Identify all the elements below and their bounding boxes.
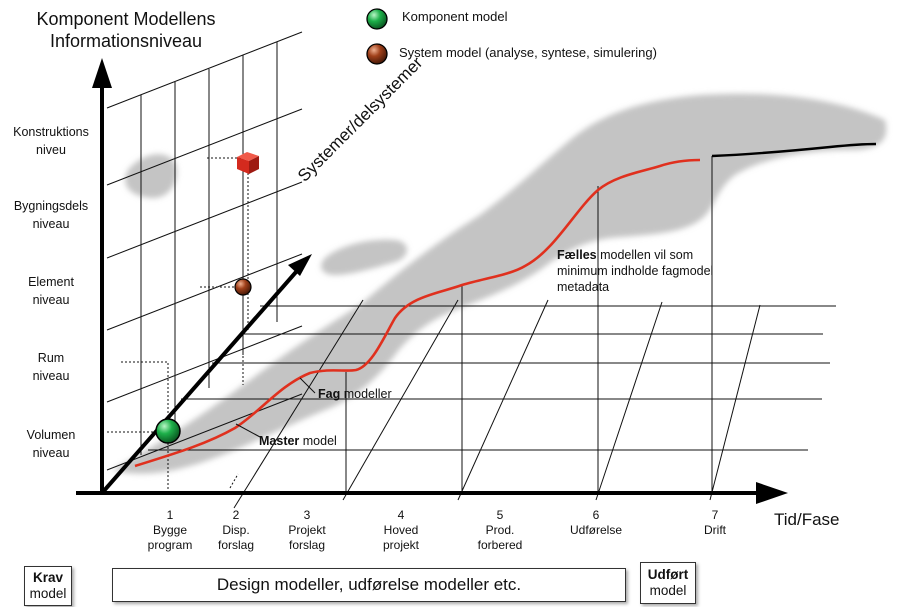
phase-5-line2: forbered xyxy=(477,538,523,552)
phase-5-num: 5 xyxy=(496,508,504,522)
fag-modeller-bold: Fag xyxy=(318,387,341,401)
information-band xyxy=(112,93,887,474)
phase-6: 6 Udførelse xyxy=(556,508,636,538)
krav-bold: Krav xyxy=(32,570,64,585)
phase-7-num: 7 xyxy=(711,508,719,522)
x-axis-label: Tid/Fase xyxy=(774,510,840,529)
legend-brown-ball xyxy=(366,43,388,65)
level-bygningsdel-line2: niveau xyxy=(32,217,70,231)
phase-2: 2 Disp. forslag xyxy=(205,508,267,553)
component-model-ball xyxy=(155,418,181,444)
phase-4-num: 4 xyxy=(397,508,405,522)
level-konstruktion-line1: Konstruktions xyxy=(13,125,89,139)
design-models-box: Design modeller, udførelse modeller etc. xyxy=(112,568,626,602)
level-rum-line2: niveau xyxy=(32,369,70,383)
phase-3-line1: Projekt xyxy=(288,523,326,537)
phase-3: 3 Projekt forslag xyxy=(272,508,342,553)
fag-modeller-rest: modeller xyxy=(340,387,392,401)
x-axis-arrowhead xyxy=(756,482,788,504)
floor-grid xyxy=(148,299,836,509)
udfort-rest: model xyxy=(649,583,687,598)
phase-2-num: 2 xyxy=(232,508,240,522)
design-models-label: Design modeller, udførelse modeller etc. xyxy=(216,575,522,594)
title-line-1: Komponent Modellens xyxy=(36,9,216,29)
phase-3-num: 3 xyxy=(303,508,311,522)
milestone-lines xyxy=(345,156,713,492)
legend-system-label: System model (analyse, syntese, simuleri… xyxy=(399,45,657,60)
construction-cube xyxy=(237,152,259,174)
faelles-model-annotation: Fælles modellen vil som minimum indholde… xyxy=(557,247,713,295)
phase-7-line1: Drift xyxy=(704,523,726,537)
udfort-model-box: Udført model xyxy=(640,562,696,604)
level-konstruktion: Konstruktions niveu xyxy=(6,123,96,159)
level-bygningsdel-line1: Bygningsdels xyxy=(13,199,89,213)
black-curve xyxy=(711,142,877,158)
faelles-bold: Fælles xyxy=(557,248,597,262)
faelles-line-3: metadata xyxy=(557,280,610,294)
krav-rest: model xyxy=(29,586,67,601)
udfort-bold: Udført xyxy=(647,567,689,582)
level-konstruktion-line2: niveu xyxy=(36,143,66,157)
phase-5-line1: Prod. xyxy=(485,523,515,537)
legend-component-label: Komponent model xyxy=(402,9,508,24)
level-volumen: Volumen niveau xyxy=(6,426,96,462)
diagram-title: Komponent Modellens Informationsniveau xyxy=(11,8,241,52)
level-element: Element niveau xyxy=(6,273,96,309)
phase-2-line2: forslag xyxy=(217,538,255,552)
phase-3-line2: forslag xyxy=(288,538,326,552)
annotation-pointers xyxy=(235,377,316,438)
phase-6-line1: Udførelse xyxy=(569,523,622,537)
y-axis-arrowhead xyxy=(92,58,112,88)
phase-5: 5 Prod. forbered xyxy=(460,508,540,553)
level-rum-line1: Rum xyxy=(37,351,65,365)
axes xyxy=(76,58,788,504)
krav-model-box: Krav model xyxy=(24,566,72,606)
faelles-line-1: Fælles modellen vil som xyxy=(557,247,713,263)
level-rum: Rum niveau xyxy=(6,349,96,385)
phase-1-num: 1 xyxy=(166,508,174,522)
master-model-annotation: Master model xyxy=(259,434,337,448)
level-element-line1: Element xyxy=(28,275,74,289)
system-model-ball xyxy=(234,278,252,296)
master-model-bold: Master xyxy=(259,434,300,448)
legend-green-ball xyxy=(366,8,388,30)
master-model-rest: model xyxy=(299,434,337,448)
red-curve xyxy=(134,158,701,468)
diag-axis-arrowhead xyxy=(288,254,312,276)
phase-7: 7 Drift xyxy=(690,508,740,538)
faelles-rest: modellen vil som xyxy=(596,248,694,262)
title-line-2: Informationsniveau xyxy=(49,31,203,51)
phase-1-line2: program xyxy=(147,538,193,552)
faelles-line-2: minimum indholde fagmodel xyxy=(557,264,714,278)
phase-1: 1 Bygge program xyxy=(134,508,206,553)
level-element-line2: niveau xyxy=(32,293,70,307)
phase-1-line1: Bygge xyxy=(152,523,188,537)
level-volumen-line1: Volumen xyxy=(26,428,76,442)
fag-modeller-annotation: Fag modeller xyxy=(318,387,392,401)
level-volumen-line2: niveau xyxy=(32,446,70,460)
phase-4-line1: Hoved xyxy=(383,523,419,537)
phase-2-line1: Disp. xyxy=(222,523,250,537)
phase-4-line2: projekt xyxy=(382,538,420,552)
phase-6-num: 6 xyxy=(592,508,600,522)
phase-4: 4 Hoved projekt xyxy=(364,508,438,553)
level-bygningsdel: Bygningsdels niveau xyxy=(6,197,96,233)
